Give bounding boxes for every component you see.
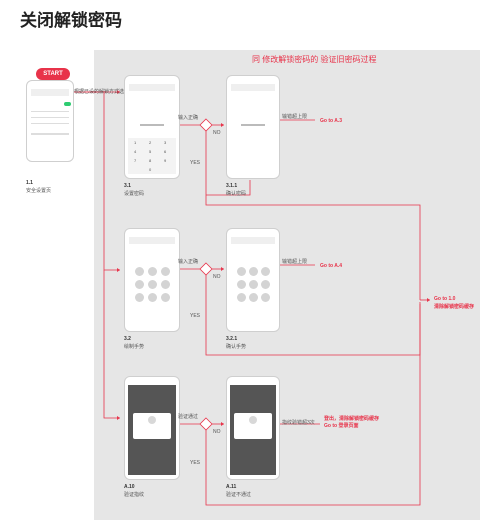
goto-login: Go to 登录页面 (324, 423, 359, 429)
label-wrong-3-times: 指纹验错超3次 (282, 420, 315, 426)
label-no-2: NO (213, 274, 221, 280)
keypad-key[interactable]: 3 (164, 140, 167, 145)
label-wrong-limit-2: 输错超上限 (282, 259, 308, 265)
keypad-key[interactable]: 0 (149, 167, 152, 172)
screen-a-10 (124, 376, 180, 480)
label-input-correct-2: 输入正确 (178, 259, 199, 265)
keypad-key[interactable]: 7 (134, 158, 137, 163)
screen-a-11-name: 验证不通过 (226, 492, 252, 498)
screen-3-2-1 (226, 228, 280, 332)
keypad-key[interactable]: 1 (134, 140, 137, 145)
clear-cache: 清除解锁密码缓存 (434, 304, 475, 310)
screen-3-1-1-number: 3.1.1 (226, 183, 238, 189)
label-wrong-limit-1: 输错超上限 (282, 114, 308, 120)
label-yes-3: YES (190, 460, 201, 466)
screen-3-2-name: 绘制手势 (124, 344, 145, 350)
screen-1-1 (26, 80, 74, 162)
screen-1-1-number: 1.1 (26, 180, 33, 186)
goto-a4: Go to A.4 (320, 263, 343, 269)
fingerprint-icon (249, 416, 257, 424)
label-no-1: NO (213, 130, 221, 136)
start-badge: START (36, 68, 70, 80)
label-verified: 验证通过 (178, 414, 199, 420)
keypad-key[interactable]: 2 (149, 140, 152, 145)
screen-3-1-1-name: 确认密码 (226, 191, 247, 197)
screen-3-1-number: 3.1 (124, 183, 131, 189)
keypad: 1 2 3 4 5 6 7 8 9 0 (128, 138, 176, 174)
lock-toggle[interactable] (64, 102, 71, 106)
screen-3-1: 1 2 3 4 5 6 7 8 9 0 (124, 75, 180, 179)
keypad-key[interactable]: 8 (149, 158, 152, 163)
screen-a-10-name: 验证指纹 (124, 492, 145, 498)
screen-3-2-number: 3.2 (124, 336, 131, 342)
panel-title: 同 修改解锁密码的 验证旧密码过程 (252, 55, 377, 64)
screen-1-1-name: 安全设置页 (26, 188, 52, 194)
screen-3-2-1-name: 确认手势 (226, 344, 247, 350)
logout-clear-cache: 登出，清除解锁密码缓存 (324, 416, 380, 422)
keypad-key[interactable]: 9 (164, 158, 167, 163)
keypad-key[interactable]: 4 (134, 149, 137, 154)
goto-a3: Go to A.3 (320, 118, 343, 124)
screen-3-1-name: 设置密码 (124, 191, 145, 197)
screen-a-11 (226, 376, 280, 480)
label-no-3: NO (213, 429, 221, 435)
screen-3-1-1 (226, 75, 280, 179)
screen-a-11-number: A.11 (226, 484, 237, 490)
label-input-correct: 输入正确 (178, 115, 199, 121)
screen-3-2-1-number: 3.2.1 (226, 336, 238, 342)
goto-1-0: Go to 1.0 (434, 296, 456, 302)
page-title: 关闭解锁密码 (20, 11, 122, 30)
screen-a-10-number: A.10 (124, 484, 135, 490)
keypad-key[interactable]: 5 (149, 149, 152, 154)
keypad-key[interactable]: 6 (164, 149, 167, 154)
status-bar (31, 89, 69, 96)
fingerprint-icon (148, 416, 156, 424)
screen-3-2 (124, 228, 180, 332)
label-yes-1: YES (190, 160, 201, 166)
choose-method-label: 根据已设的解锁方式选择 (74, 89, 130, 95)
label-yes-2: YES (190, 313, 201, 319)
